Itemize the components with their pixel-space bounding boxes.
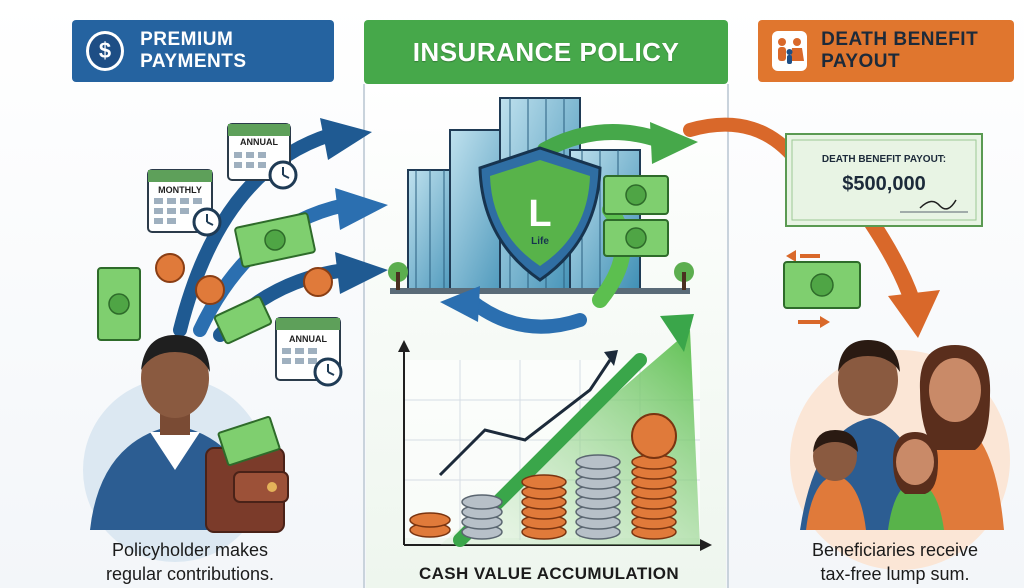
policyholder-caption: Policyholder makes regular contributions… [60,538,320,586]
dollar-icon: $ [86,31,125,71]
shield-letter: L [528,193,551,235]
beneficiaries-caption-line-1: Beneficiaries receive [811,540,979,560]
banknote-icon [97,267,141,341]
clock-icon [268,160,298,190]
beneficiaries-caption: Beneficiaries receive tax-free lump sum. [780,538,1010,586]
calendar-annual-bottom-label: ANNUAL [289,334,327,344]
death-benefit-title: Death Benefit Payout [821,29,979,72]
shield-label: Life [531,236,549,247]
clock-icon [313,357,343,387]
payout-check [785,133,983,227]
policyholder-caption-line-2: regular contributions. [105,564,275,584]
exchange-arrows [786,250,830,328]
coin-icon [155,253,333,305]
wallet-icon [205,416,289,533]
banknote-icon [783,261,861,309]
premium-payments-header: $ Premium Payments [72,20,334,82]
shield-icon [478,146,602,282]
banknote-icon [603,175,669,257]
coin-icon [631,413,677,459]
insurance-policy-header: Insurance Policy [364,20,728,84]
family-icon [772,31,808,71]
check-amount: $500,000 [842,173,925,195]
premium-payments-title: Premium Payments [140,29,247,72]
beneficiary-family [790,340,1010,570]
clock-icon [192,207,222,237]
check-title: DEATH BENEFIT PAYOUT: [822,154,946,165]
insurance-policy-title: Insurance Policy [412,37,680,67]
banknote-icon [213,295,273,345]
cash-value-chart [398,314,712,551]
cash-value-caption: Cash Value Accumulation [418,564,680,583]
calendar-annual-top-label: ANNUAL [240,137,278,147]
banknote-icon [234,212,316,268]
beneficiaries-caption-line-2: tax-free lump sum. [820,564,970,584]
policyholder-caption-line-1: Policyholder makes [111,540,269,560]
death-benefit-header: Death Benefit Payout [758,20,1014,82]
calendar-monthly-label: MONTHLY [158,185,202,195]
